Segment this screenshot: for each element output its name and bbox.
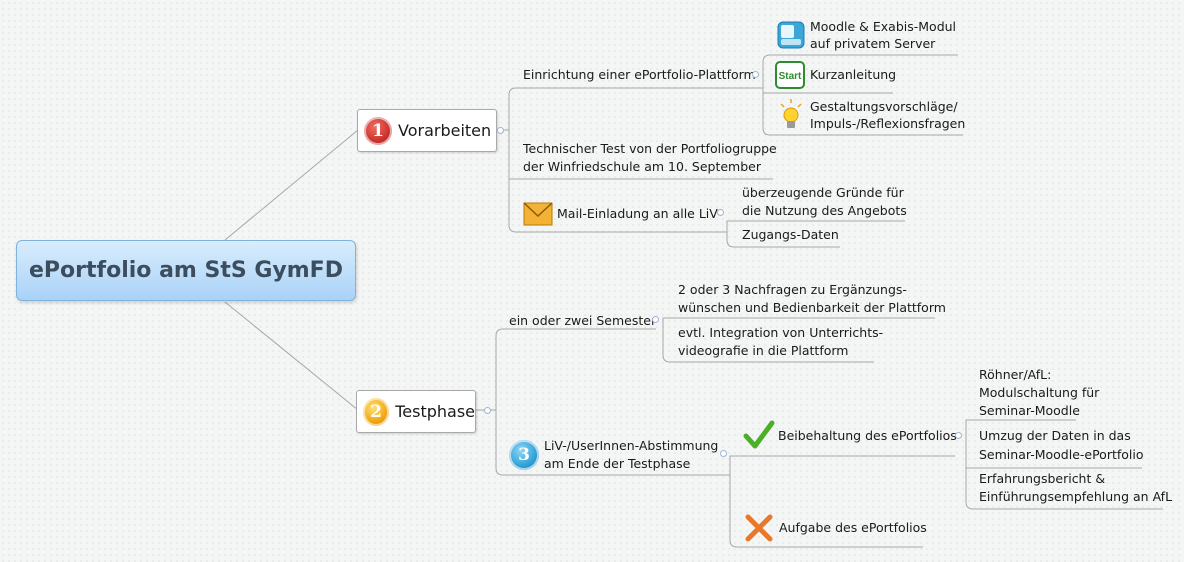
- topic-roehner-line1[interactable]: Röhner/AfL:: [979, 367, 1052, 382]
- checkmark-icon: [743, 419, 775, 451]
- topic-moodle-line2: auf privatem Server: [810, 36, 936, 51]
- topic-kurzanleitung[interactable]: Kurzanleitung: [810, 67, 897, 82]
- topic-beibehaltung[interactable]: Beibehaltung des ePortfolios: [778, 428, 957, 443]
- topic-test-line2: der Winfriedschule am 10. September: [523, 159, 761, 174]
- priority-2-icon: 2: [363, 397, 390, 426]
- topic-semester[interactable]: ein oder zwei Semester: [509, 313, 657, 328]
- priority-1-icon: 1: [364, 116, 392, 145]
- topic-gruende-line1[interactable]: überzeugende Gründe für: [742, 185, 904, 200]
- topic-mail[interactable]: Mail-Einladung an alle LiV: [557, 206, 718, 221]
- line-root-testphase: [224, 301, 359, 411]
- line-root-vorarbeiten: [224, 129, 359, 241]
- priority-3-icon: 3: [509, 440, 539, 470]
- start-icon: Start: [775, 61, 805, 89]
- topic-testphase[interactable]: 2 Testphase: [356, 390, 476, 433]
- collapse-toggle-mail[interactable]: [717, 209, 724, 216]
- root-topic[interactable]: ePortfolio am StS GymFD: [16, 240, 356, 301]
- topic-moodle-line1[interactable]: Moodle & Exabis-Modul: [810, 19, 957, 34]
- topic-roehner-line3: Seminar-Moodle: [979, 403, 1080, 418]
- collapse-toggle-semester[interactable]: [652, 316, 659, 323]
- cross-icon: [743, 512, 775, 544]
- collapse-toggle-beibehaltung[interactable]: [955, 432, 962, 439]
- topic-roehner-line2: Modulschaltung für: [979, 385, 1100, 400]
- topic-gestaltung-line1[interactable]: Gestaltungsvorschläge/: [810, 99, 958, 114]
- topic-nachfragen-line1[interactable]: 2 oder 3 Nachfragen zu Ergänzungs-: [678, 282, 907, 297]
- topic-zugang[interactable]: Zugangs-Daten: [742, 227, 839, 242]
- collapse-toggle-testphase[interactable]: [484, 407, 491, 414]
- topic-bericht-line1[interactable]: Erfahrungsbericht &: [979, 471, 1106, 486]
- start-icon-text: Start: [779, 71, 802, 82]
- topic-gestaltung-line2: Impuls-/Reflexionsfragen: [810, 116, 966, 131]
- topic-aufgabe[interactable]: Aufgabe des ePortfolios: [779, 520, 927, 535]
- topic-vorarbeiten-label: Vorarbeiten: [398, 121, 492, 140]
- topic-integration-line1[interactable]: evtl. Integration von Unterrichts-: [678, 325, 884, 340]
- topic-nachfragen-line2: wünschen und Bedienbarkeit der Plattform: [678, 300, 946, 315]
- collapse-toggle-vorarbeiten[interactable]: [497, 127, 504, 134]
- window-icon: [777, 21, 805, 49]
- topic-umzug-line2: Seminar-Moodle-ePortfolio: [979, 447, 1144, 462]
- envelope-icon: [523, 202, 553, 226]
- topic-bericht-line2: Einführungsempfehlung an AfL: [979, 489, 1173, 504]
- topic-umzug-line1[interactable]: Umzug der Daten in das: [979, 428, 1131, 443]
- root-title: ePortfolio am StS GymFD: [29, 258, 343, 283]
- topic-plattform[interactable]: Einrichtung einer ePortfolio-Plattform: [523, 67, 756, 82]
- topic-test-line1[interactable]: Technischer Test von der Portfoliogruppe: [523, 141, 777, 156]
- topic-vorarbeiten[interactable]: 1 Vorarbeiten: [357, 109, 497, 152]
- topic-testphase-label: Testphase: [395, 402, 475, 421]
- lightbulb-icon: [778, 98, 804, 132]
- collapse-toggle-plattform[interactable]: [752, 71, 759, 78]
- topic-abstimmung-line1[interactable]: LiV-/UserInnen-Abstimmung: [544, 438, 719, 453]
- topic-integration-line2: videografie in die Plattform: [678, 343, 849, 358]
- collapse-toggle-abstimmung[interactable]: [720, 450, 727, 457]
- topic-abstimmung-line2: am Ende der Testphase: [544, 456, 691, 471]
- topic-gruende-line2: die Nutzung des Angebots: [742, 203, 907, 218]
